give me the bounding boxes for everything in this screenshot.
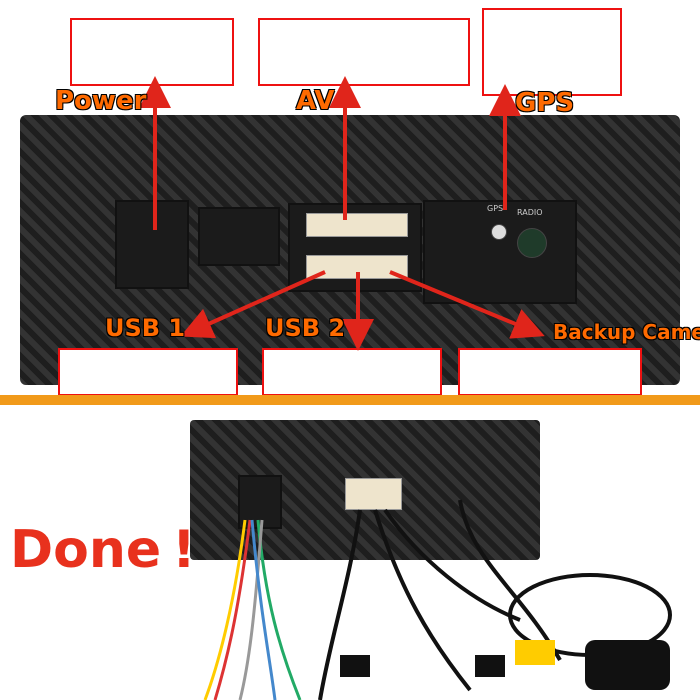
gps-label: GPS: [515, 88, 575, 118]
radio-port-label: RADIO: [517, 208, 543, 217]
gps-port: [491, 224, 507, 240]
blank-slot: [198, 207, 280, 266]
usb2-label: USB 2: [265, 314, 346, 342]
antenna-panel: GPS RADIO: [423, 200, 577, 304]
backup-camera-label: Backup Camera: [553, 320, 700, 344]
done-exclamation: !: [172, 520, 196, 580]
usb1-label: USB 1: [105, 314, 186, 342]
radio-port: [517, 228, 547, 258]
installed-unit-photo: [190, 420, 540, 560]
av-connector: [306, 213, 408, 237]
gps-antenna-thumbnail: [482, 8, 622, 96]
av-cable-thumbnail: [258, 18, 470, 86]
power-port: [115, 200, 189, 289]
top-panel: GPS RADIO Power AV GPS USB 1 USB 2 Backu…: [20, 8, 700, 396]
head-unit-back: GPS RADIO: [20, 115, 680, 385]
camera-arrow: [389, 270, 545, 339]
power-label: Power: [55, 86, 147, 116]
av-label: AV: [296, 86, 335, 116]
installed-connectors: [345, 478, 402, 510]
usb1-arrow: [180, 270, 326, 339]
gps-port-label: GPS: [487, 204, 504, 213]
done-text: Done: [10, 520, 162, 580]
section-divider: [0, 395, 700, 405]
